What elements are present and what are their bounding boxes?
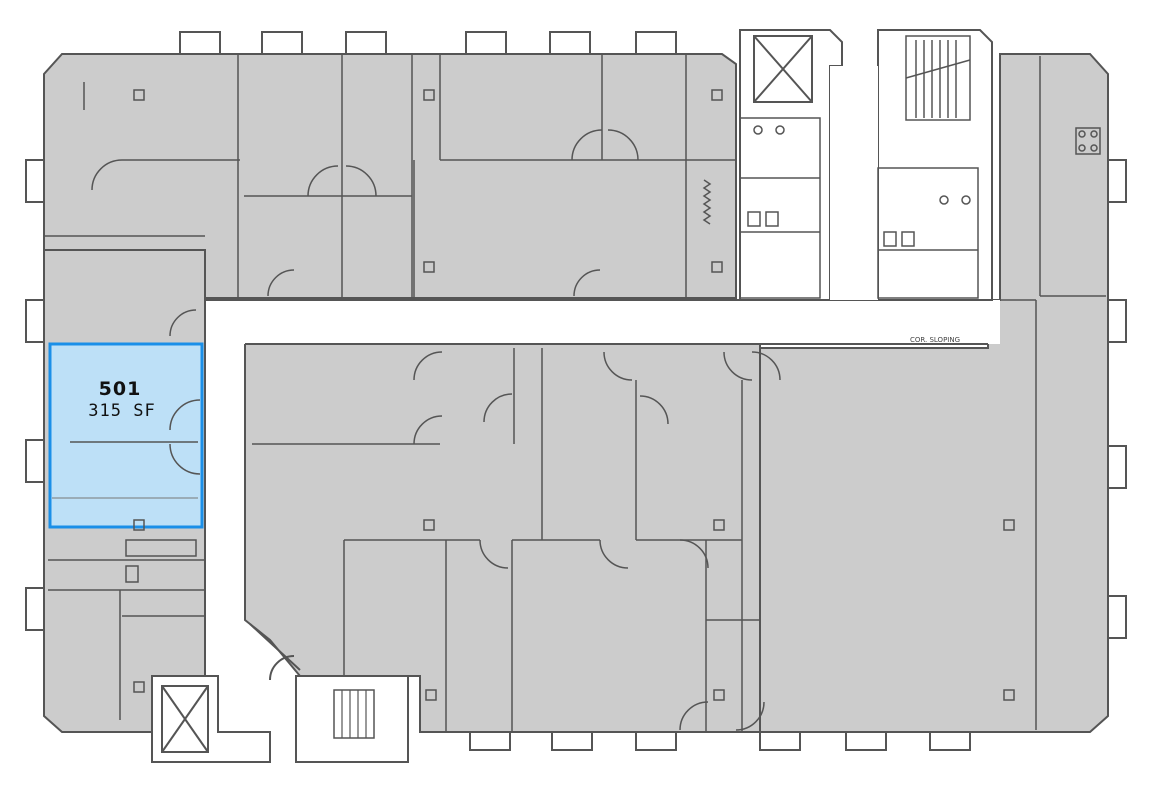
upper-partitions — [44, 54, 736, 298]
suite-501-column — [133, 519, 145, 531]
elevator-bottom — [151, 675, 271, 763]
suite-501-highlight[interactable] — [48, 342, 204, 529]
suite-501-door — [169, 399, 201, 475]
corridor — [205, 300, 1000, 620]
west-partitions — [48, 309, 205, 720]
elevator-top — [753, 35, 813, 103]
restroom-men — [739, 117, 821, 299]
suite-area: 315 SF — [88, 401, 155, 421]
stair-bottom — [295, 675, 409, 763]
window-bays-left — [25, 159, 47, 631]
stair-top — [905, 35, 971, 121]
corridor-door — [249, 623, 301, 681]
lower-partitions — [252, 348, 1015, 732]
window-bays-bottom — [469, 727, 971, 751]
right-wing-partitions — [1000, 56, 1106, 730]
suite-number: 501 — [99, 378, 142, 400]
suite-501[interactable]: 501 315 SF — [48, 342, 204, 531]
corridor-note: COR. SLOPING — [910, 336, 960, 344]
lower-floor — [244, 343, 761, 733]
window-bays-top — [179, 31, 677, 55]
restroom-women — [877, 167, 979, 299]
left-wing-floor — [43, 53, 737, 299]
building-core — [739, 29, 993, 301]
